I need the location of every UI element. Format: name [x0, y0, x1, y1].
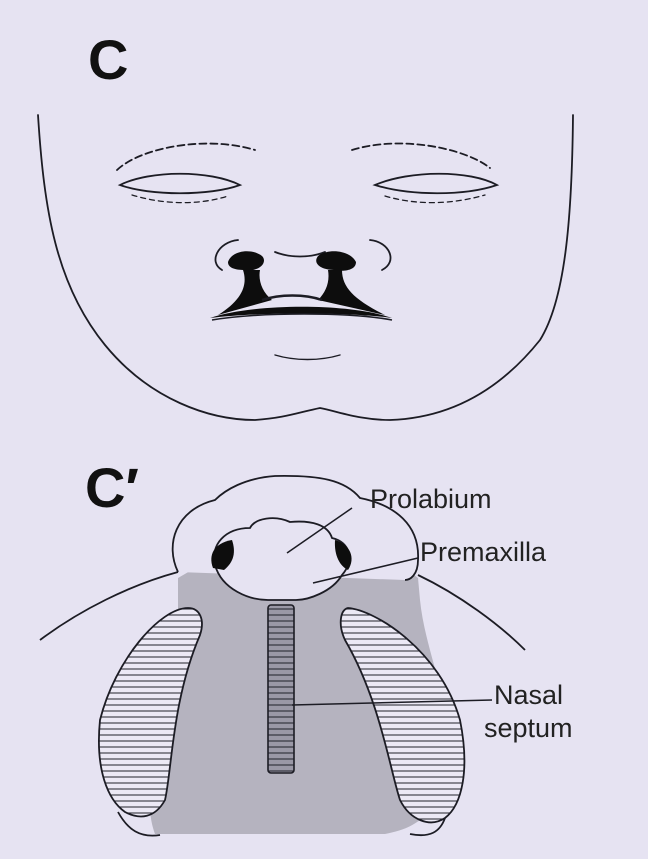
septum-label: septum	[484, 713, 573, 743]
prolabium-label: Prolabium	[370, 484, 492, 514]
right-brow	[352, 143, 490, 168]
cleft-lip-shape	[210, 251, 392, 320]
right-eye-lower	[385, 195, 485, 203]
chin-crease	[275, 355, 340, 360]
cheek-line-right	[418, 575, 525, 650]
panel-label-c-prime: C′	[85, 460, 139, 516]
face-drawing	[38, 115, 573, 420]
right-eye	[375, 174, 497, 194]
left-brow	[117, 144, 255, 170]
right-nose-ala	[370, 240, 391, 270]
nasal-septum	[268, 605, 294, 773]
left-eye-lower	[132, 195, 228, 203]
face-outline	[38, 115, 573, 420]
left-nostril	[228, 251, 264, 270]
nose-bridge	[275, 252, 325, 257]
panel-label-c: C	[88, 32, 128, 88]
nasal-label: Nasal	[494, 680, 563, 710]
palate-drawing	[40, 476, 525, 836]
left-eye	[120, 174, 240, 194]
left-cleft	[218, 270, 272, 315]
right-nostril	[316, 251, 356, 271]
premaxilla-label: Premaxilla	[420, 537, 546, 567]
